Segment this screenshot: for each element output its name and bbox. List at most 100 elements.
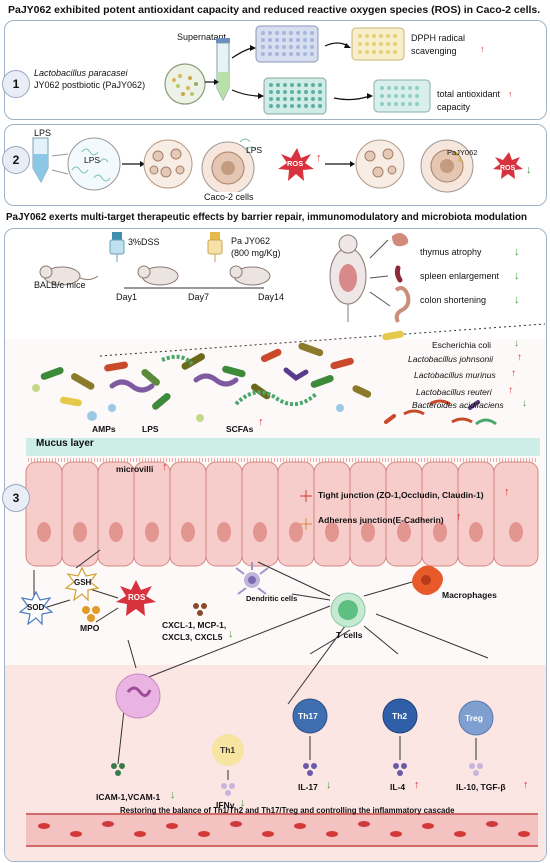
panel1-graphics <box>164 25 431 115</box>
organ-connectors <box>369 239 391 307</box>
result-tac: total antioxidant <box>437 89 501 99</box>
il10-label: IL-10, TGF-β <box>456 782 506 792</box>
well-plate-icon <box>263 77 327 115</box>
ros-star-small-icon <box>493 152 523 179</box>
mucus-layer <box>26 438 540 456</box>
day7-label: Day7 <box>188 292 210 302</box>
amps-label: AMPs <box>92 424 116 434</box>
adherens-junction-marker <box>300 518 312 530</box>
epithelial-nuclei <box>37 522 523 542</box>
strain-postbiotic: JY062 postbiotic (PaJY062) <box>34 80 146 90</box>
panel-number-1: 1 <box>2 70 30 98</box>
blood-vessel-icon <box>26 813 538 847</box>
top-title: PaJY062 exhibited potent antioxidant cap… <box>8 4 541 16</box>
microbiota-cluster-icon <box>32 330 497 426</box>
panel-number-2: 2 <box>2 146 30 174</box>
macrophages-label: Macrophages <box>442 590 497 600</box>
scfas-label: SCFAs <box>226 424 254 434</box>
caco2-well-icon <box>143 139 193 189</box>
bacteria-reuteri-arrow: ↑ <box>508 385 513 396</box>
bacteria-ecoli-arrow: ↓ <box>514 338 519 349</box>
caco2-cell-zoom-icon <box>201 138 257 195</box>
dss-bottle-icon <box>109 232 125 262</box>
mouse-icon <box>137 265 179 286</box>
ros-star-main-icon <box>116 580 156 616</box>
dss-label: 3%DSS <box>128 237 160 247</box>
tcells-label: T cells <box>336 630 363 640</box>
treg-label: Treg <box>465 713 483 723</box>
il4-label: IL-4 <box>390 782 406 792</box>
ros-star-icon <box>278 148 314 181</box>
il4-dots-icon <box>393 763 407 776</box>
sod-label: SOD <box>27 603 45 612</box>
bacteria-ecoli: Escherichia coli <box>432 340 492 350</box>
lps-label: LPS <box>142 424 159 434</box>
ros-label-2: ROS <box>500 165 516 172</box>
neutrophil-icon <box>115 673 161 719</box>
il10-up-arrow: ↑ <box>523 779 529 791</box>
treated-well-icon <box>355 139 405 189</box>
result-tac-2: capacity <box>437 102 471 112</box>
supernatant-label: Supernatant <box>177 32 227 42</box>
result-dpph: DPPH radical <box>411 33 466 43</box>
result-dpph-2: scavenging <box>411 46 457 56</box>
panel-number-3: 3 <box>2 484 30 512</box>
immune-arrows <box>33 549 489 780</box>
chemokine-dots-icon <box>193 603 207 616</box>
lps-inner-label: LPS <box>84 155 101 165</box>
macrophage-icon <box>412 565 443 595</box>
tight-junction-up-arrow: ↑ <box>504 486 510 498</box>
well-plate-icon <box>373 79 431 113</box>
lumen-boundary <box>99 323 546 357</box>
well-plate-icon <box>255 25 319 63</box>
arrowheads <box>214 43 373 99</box>
chemokines-line1: CXCL-1, MCP-1, <box>162 620 227 630</box>
bacteria-acidifaciens-arrow: ↓ <box>522 398 527 409</box>
petri-dish-icon <box>164 63 206 105</box>
tight-junction-label: Tight junction (ZO-1,Occludin, Claudin-1… <box>318 490 484 500</box>
microvilli-up-arrow: ↑ <box>162 461 168 473</box>
ifn-down-arrow: ↓ <box>240 797 246 809</box>
pajy-label: PaJY062 <box>447 148 478 157</box>
ros-main-label: ROS <box>128 593 146 602</box>
outcome-colon: colon shortening <box>420 295 487 305</box>
dendritic-label: Dendritic cells <box>246 594 298 603</box>
lps-cell-label: LPS <box>246 145 263 155</box>
ifn-label: IFNγ <box>216 800 235 810</box>
panel2-graphics <box>32 137 523 195</box>
mpo-dots-icon <box>82 606 100 622</box>
mucus-layer-label: Mucus layer <box>36 438 94 449</box>
il17-down-arrow: ↓ <box>326 779 332 791</box>
treated-cell-zoom-icon <box>420 139 474 193</box>
gsh-star-icon <box>64 566 100 602</box>
bacteria-murinus: Lactobacillus murinus <box>414 370 496 380</box>
treg-cell-icon <box>458 700 494 736</box>
gsh-label: GSH <box>74 578 92 587</box>
bacteria-johnsonii-arrow: ↑ <box>517 352 522 363</box>
ros-label-1: ROS <box>287 159 304 168</box>
outcome-spleen: spleen enlargement <box>420 271 500 281</box>
adherens-junction-up-arrow: ↑ <box>456 511 462 523</box>
icam-label: ICAM-1,VCAM-1 <box>96 792 161 802</box>
mpo-label: MPO <box>80 623 100 633</box>
outcome-thymus: thymus atrophy <box>420 247 482 257</box>
lps-tube-label: LPS <box>34 128 52 138</box>
panel-antioxidant <box>4 20 547 120</box>
t-cell-icon <box>330 592 366 628</box>
chemokines-down-arrow: ↓ <box>228 628 234 640</box>
bacteria-reuteri: Lactobacillus reuteri <box>416 387 492 397</box>
chemokines-line2: CXCL3, CXCL5 <box>162 632 223 642</box>
outcome-thymus-arrow: ↓ <box>514 246 520 258</box>
treatment-dose: (800 mg/Kg) <box>231 248 281 258</box>
il4-up-arrow: ↑ <box>414 779 420 791</box>
ifn-dots-icon <box>221 783 235 796</box>
th17-cell-icon <box>292 698 328 734</box>
il10-dots-icon <box>469 763 483 776</box>
epithelium <box>25 461 539 567</box>
th1-label: Th1 <box>220 745 236 755</box>
icam-down-arrow: ↓ <box>170 789 176 801</box>
well-plate-icon <box>351 27 405 61</box>
lps-tube-icon <box>32 137 49 184</box>
pajy-bottle-icon <box>207 232 223 262</box>
sod-star-icon <box>18 590 54 626</box>
